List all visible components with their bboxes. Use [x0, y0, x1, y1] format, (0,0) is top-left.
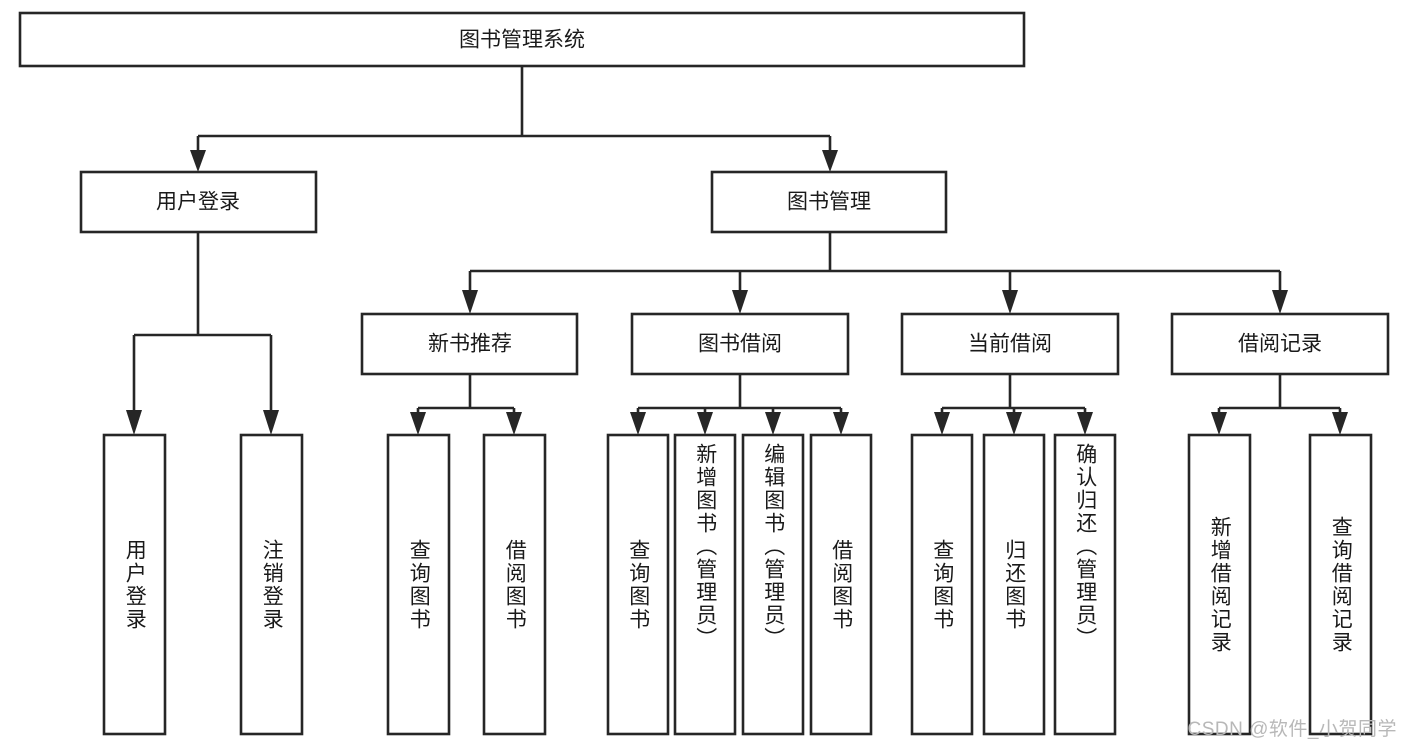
edge-group: [126, 66, 1348, 435]
node-leaf-borrow-book-rec-box[interactable]: [482, 433, 547, 736]
node-root-label: 图书管理系统: [459, 29, 585, 52]
node-new-book-recommend-box[interactable]: [360, 312, 579, 376]
arrow-leaf-query-book-current: [934, 412, 950, 435]
node-leaf-query-book-current-box[interactable]: [910, 433, 974, 736]
node-leaf-borrow-book-box[interactable]: [809, 433, 873, 736]
node-root-box[interactable]: [18, 11, 1026, 68]
node-book-manage-label: 图书管理: [787, 191, 871, 214]
node-leaf-user-login-box[interactable]: [102, 433, 167, 736]
node-leaf-query-borrow-record-box[interactable]: [1308, 433, 1373, 736]
arrow-borrow-record: [1272, 290, 1288, 314]
node-leaf-add-book-admin-box[interactable]: [673, 433, 737, 736]
node-leaf-query-book-borrow-box[interactable]: [606, 433, 670, 736]
arrow-leaf-user-login: [126, 410, 142, 435]
arrow-user-login: [190, 150, 206, 172]
node-book-borrow-box[interactable]: [630, 312, 850, 376]
arrow-new-book: [462, 290, 478, 314]
arrow-leaf-query-book-borrow: [630, 412, 646, 435]
node-leaf-edit-book-admin-box[interactable]: [741, 433, 805, 736]
arrow-leaf-borrow-book-rec: [506, 412, 522, 435]
arrow-leaf-query-borrow-record: [1332, 412, 1348, 435]
node-current-borrow-box[interactable]: [900, 312, 1120, 376]
node-user-login-box[interactable]: [79, 170, 318, 234]
node-borrow-record-box[interactable]: [1170, 312, 1390, 376]
arrow-leaf-borrow-book: [833, 412, 849, 435]
node-borrow-record-label: 借阅记录: [1238, 333, 1322, 356]
csdn-watermark: CSDN @软件_小贺同学: [1187, 719, 1397, 740]
node-group: 图书管理系统 用户登录 图书管理 新书推荐 图书借阅 当前借阅 借阅记录: [18, 11, 1390, 736]
arrow-leaf-add-borrow-record: [1211, 412, 1227, 435]
arrow-leaf-return-book: [1006, 412, 1022, 435]
arrow-leaf-add-book-admin: [697, 412, 713, 435]
arrow-leaf-confirm-return-admin: [1077, 412, 1093, 435]
node-book-manage-box[interactable]: [710, 170, 948, 234]
arrow-leaf-user-logout: [263, 410, 279, 435]
arrow-current-borrow: [1002, 290, 1018, 314]
node-leaf-return-book-box[interactable]: [982, 433, 1046, 736]
node-leaf-user-logout-box[interactable]: [239, 433, 304, 736]
arrow-leaf-query-book-rec: [410, 412, 426, 435]
node-leaf-query-book-rec-box[interactable]: [386, 433, 451, 736]
arrow-leaf-edit-book-admin: [765, 412, 781, 435]
node-leaf-add-borrow-record-box[interactable]: [1187, 433, 1252, 736]
arrow-book-borrow: [732, 290, 748, 314]
node-leaf-confirm-return-admin-box[interactable]: [1053, 433, 1117, 736]
node-new-book-recommend-label: 新书推荐: [428, 333, 512, 356]
node-book-borrow-label: 图书借阅: [698, 333, 782, 356]
arrow-book-manage: [822, 150, 838, 172]
node-current-borrow-label: 当前借阅: [968, 333, 1052, 356]
node-user-login-label: 用户登录: [156, 191, 240, 214]
